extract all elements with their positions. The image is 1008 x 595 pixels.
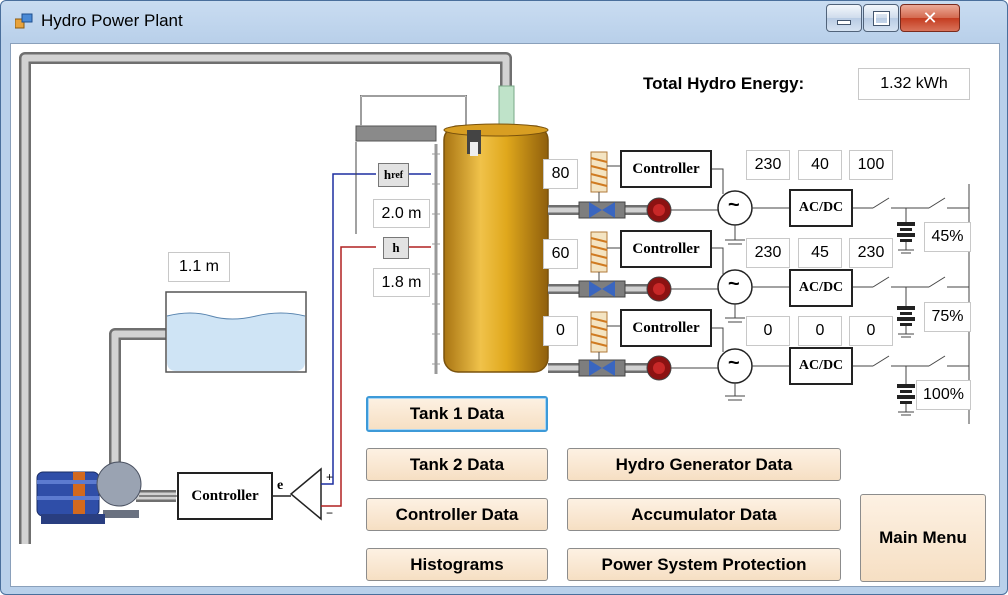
accumulator-1-level: 45%: [924, 222, 971, 252]
generator-2-symbol: ~: [728, 273, 740, 295]
tank1-data-button[interactable]: Tank 1 Data: [366, 396, 548, 432]
accumulator-2: [897, 287, 915, 338]
inlet-nozzle: [498, 85, 515, 127]
t2-current: 45: [798, 238, 842, 268]
turbine-3-controller: Controller: [620, 309, 712, 347]
measured-signal-line: [321, 246, 376, 507]
turbine-row-1: [548, 151, 719, 223]
valve-3-value: 0: [543, 316, 578, 346]
accumulator-data-button[interactable]: Accumulator Data: [567, 498, 841, 531]
turbine-1-controller: Controller: [620, 150, 712, 188]
plant-diagram: [19, 52, 970, 544]
app-icon: [15, 13, 33, 29]
pump-controller: Controller: [177, 472, 273, 520]
level-scale: [432, 144, 440, 374]
level-sensor-bar: [355, 125, 437, 142]
tank2-data-button[interactable]: Tank 2 Data: [366, 448, 548, 481]
hydro-generator-data-button[interactable]: Hydro Generator Data: [567, 448, 841, 481]
turbine-row-2: [548, 231, 719, 302]
controller-data-button[interactable]: Controller Data: [366, 498, 548, 531]
minimize-button[interactable]: [826, 4, 862, 32]
t1-power: 100: [849, 150, 893, 180]
error-label: e: [277, 478, 284, 493]
acdc-converter-3: AC/DC: [789, 347, 853, 385]
minus-sign: −: [326, 506, 334, 520]
href-value: 2.0 m: [373, 199, 430, 228]
accumulator-3-level: 100%: [916, 380, 971, 410]
h-sensor-label: h: [392, 240, 400, 255]
energy-label: Total Hydro Energy:: [643, 74, 805, 93]
summing-amplifier: [289, 467, 322, 521]
turbine-row-3: [548, 311, 719, 381]
close-icon: ✕: [922, 7, 938, 29]
power-system-protection-button[interactable]: Power System Protection: [567, 548, 841, 581]
pump: [36, 461, 142, 524]
main-menu-button[interactable]: Main Menu: [860, 494, 986, 582]
tank-1: [165, 291, 307, 373]
t2-voltage: 230: [746, 238, 790, 268]
tank1-level-value: 1.1 m: [168, 252, 230, 282]
maximize-icon: [872, 10, 890, 26]
accumulator-2-level: 75%: [924, 302, 971, 332]
t1-current: 40: [798, 150, 842, 180]
t1-voltage: 230: [746, 150, 790, 180]
close-button[interactable]: ✕: [900, 4, 960, 32]
generator-3: [717, 348, 789, 401]
generator-2: [717, 269, 789, 323]
acdc-converter-1: AC/DC: [789, 189, 853, 227]
valve-1-value: 80: [543, 159, 578, 189]
valve-2-value: 60: [543, 239, 578, 269]
minimize-icon: [837, 19, 851, 25]
t3-voltage: 0: [746, 316, 790, 346]
href-sensor-sub: ref: [391, 169, 404, 181]
acdc-converter-2: AC/DC: [789, 269, 853, 307]
reference-signal-line: [321, 173, 376, 485]
window-title: Hydro Power Plant: [41, 11, 183, 30]
t3-current: 0: [798, 316, 842, 346]
accumulator-3: [897, 366, 915, 416]
accumulator-1: [897, 208, 915, 254]
histograms-button[interactable]: Histograms: [366, 548, 548, 581]
pump-inlet-pipe: [109, 328, 166, 464]
turbine-2-controller: Controller: [620, 230, 712, 268]
href-sensor-label: h: [383, 167, 392, 182]
t2-power: 230: [849, 238, 893, 268]
generator-1-symbol: ~: [728, 194, 740, 216]
generator-1: [717, 190, 789, 245]
h-value: 1.8 m: [373, 268, 430, 297]
t3-power: 0: [849, 316, 893, 346]
energy-value: 1.32 kWh: [858, 68, 970, 100]
maximize-button[interactable]: [863, 4, 899, 32]
h-sensor: h: [383, 237, 409, 259]
generator-3-symbol: ~: [728, 352, 740, 374]
plus-sign: +: [326, 470, 334, 484]
title-bar[interactable]: Hydro Power Plant ✕: [1, 1, 1007, 43]
tank-2: [443, 123, 549, 373]
